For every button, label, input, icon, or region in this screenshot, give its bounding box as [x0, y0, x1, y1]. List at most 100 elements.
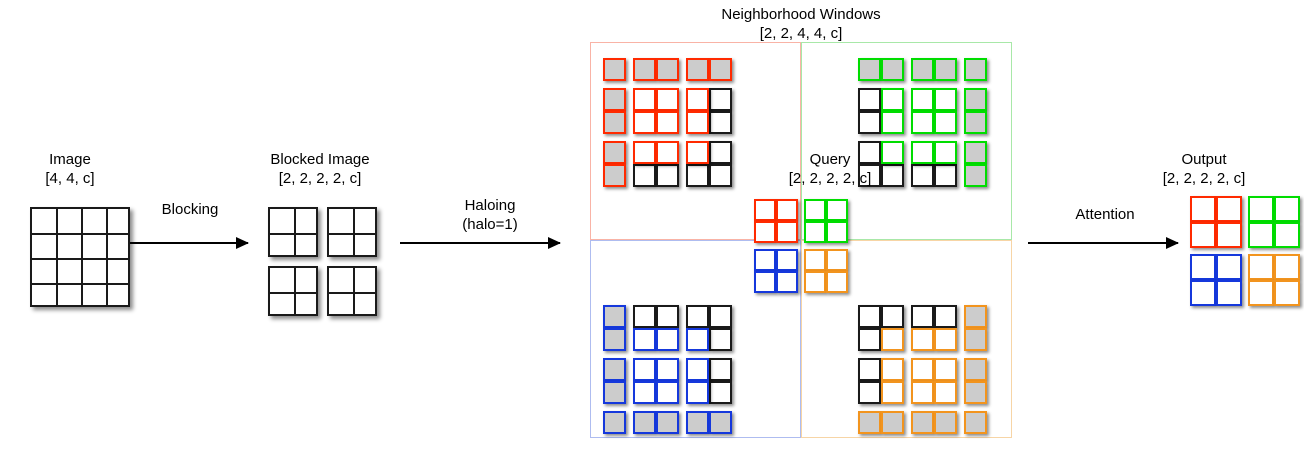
grid-cell: [1274, 254, 1300, 280]
query-title: Query: [809, 151, 851, 168]
grid-cell: [804, 271, 826, 293]
grid-cell: [881, 88, 904, 111]
grid-cell: [826, 199, 848, 221]
halo-pad-cell: [964, 58, 987, 81]
grid-cell: [709, 164, 732, 187]
grid-cell: [686, 381, 709, 404]
window-quadrant-green: [801, 42, 1012, 240]
grid-cell: [1216, 222, 1242, 248]
grid-line-horizontal: [270, 292, 316, 294]
grid-line-vertical: [353, 268, 355, 314]
halo-pad-cell: [656, 58, 679, 81]
halo-pad-cell: [964, 328, 987, 351]
halo-pad-cell: [603, 88, 626, 111]
grid-cell: [826, 271, 848, 293]
grid-cell: [656, 88, 679, 111]
grid-cell: [1190, 280, 1216, 306]
attention-arrow: [1028, 237, 1179, 249]
grid-line-horizontal: [32, 283, 128, 285]
grid-cell: [633, 358, 656, 381]
blocked-image-block: [327, 266, 377, 316]
grid-cell: [1248, 254, 1274, 280]
blocked-image-block: [327, 207, 377, 257]
grid-cell: [686, 141, 709, 164]
output-shape: [2, 2, 2, 2, c]: [1162, 170, 1246, 187]
grid-cell: [858, 88, 881, 111]
grid-cell: [633, 141, 656, 164]
image-title: Image: [49, 151, 91, 168]
grid-cell: [633, 328, 656, 351]
query-shape: [2, 2, 2, 2, c]: [788, 170, 872, 187]
blocked-image-title: Blocked Image: [270, 151, 370, 168]
grid-cell: [754, 199, 776, 221]
grid-cell: [804, 221, 826, 243]
grid-cell: [1216, 196, 1242, 222]
grid-cell: [633, 111, 656, 134]
halo-pad-cell: [964, 381, 987, 404]
grid-cell: [934, 164, 957, 187]
grid-cell: [1274, 280, 1300, 306]
grid-line-horizontal: [329, 233, 375, 235]
halo-pad-cell: [858, 411, 881, 434]
haloing-arrow-sublabel: (halo=1): [462, 216, 518, 233]
grid-line-horizontal: [270, 233, 316, 235]
grid-cell: [633, 164, 656, 187]
grid-cell: [709, 88, 732, 111]
grid-cell: [804, 249, 826, 271]
haloing-arrow-label: Haloing: [464, 197, 516, 214]
halo-pad-cell: [603, 411, 626, 434]
grid-cell: [858, 141, 881, 164]
grid-cell: [1216, 280, 1242, 306]
halo-pad-cell: [709, 58, 732, 81]
grid-cell: [826, 249, 848, 271]
grid-cell: [934, 328, 957, 351]
grid-line-vertical: [81, 209, 83, 305]
grid-cell: [1190, 222, 1216, 248]
grid-cell: [686, 111, 709, 134]
grid-cell: [934, 111, 957, 134]
blocking-arrow: [130, 237, 249, 249]
grid-cell: [1216, 254, 1242, 280]
grid-cell: [709, 381, 732, 404]
grid-cell: [1274, 222, 1300, 248]
grid-cell: [934, 381, 957, 404]
grid-cell: [633, 381, 656, 404]
halo-pad-cell: [603, 164, 626, 187]
halo-pad-cell: [964, 358, 987, 381]
grid-cell: [858, 305, 881, 328]
grid-line-vertical: [294, 268, 296, 314]
halo-pad-cell: [964, 411, 987, 434]
halo-pad-cell: [603, 141, 626, 164]
attention-arrow-label: Attention: [1075, 206, 1135, 223]
window-quadrant-blue: [590, 240, 801, 438]
halo-pad-cell: [603, 305, 626, 328]
grid-cell: [911, 328, 934, 351]
halo-pad-cell: [934, 58, 957, 81]
image-shape: [4, 4, c]: [45, 170, 95, 187]
grid-cell: [656, 305, 679, 328]
grid-cell: [826, 221, 848, 243]
halo-pad-cell: [881, 58, 904, 81]
grid-cell: [911, 141, 934, 164]
grid-cell: [776, 199, 798, 221]
grid-cell: [1248, 196, 1274, 222]
blocked-image-shape: [2, 2, 2, 2, c]: [278, 170, 362, 187]
grid-cell: [709, 328, 732, 351]
grid-cell: [1190, 196, 1216, 222]
grid-cell: [858, 358, 881, 381]
halo-pad-cell: [964, 141, 987, 164]
grid-cell: [686, 164, 709, 187]
grid-line-vertical: [353, 209, 355, 255]
grid-cell: [804, 199, 826, 221]
grid-cell: [1190, 254, 1216, 280]
grid-cell: [881, 381, 904, 404]
grid-cell: [686, 328, 709, 351]
halo-pad-cell: [858, 58, 881, 81]
grid-cell: [911, 111, 934, 134]
grid-cell: [858, 328, 881, 351]
halo-pad-cell: [603, 381, 626, 404]
grid-cell: [881, 111, 904, 134]
grid-cell: [633, 88, 656, 111]
grid-line-horizontal: [329, 292, 375, 294]
